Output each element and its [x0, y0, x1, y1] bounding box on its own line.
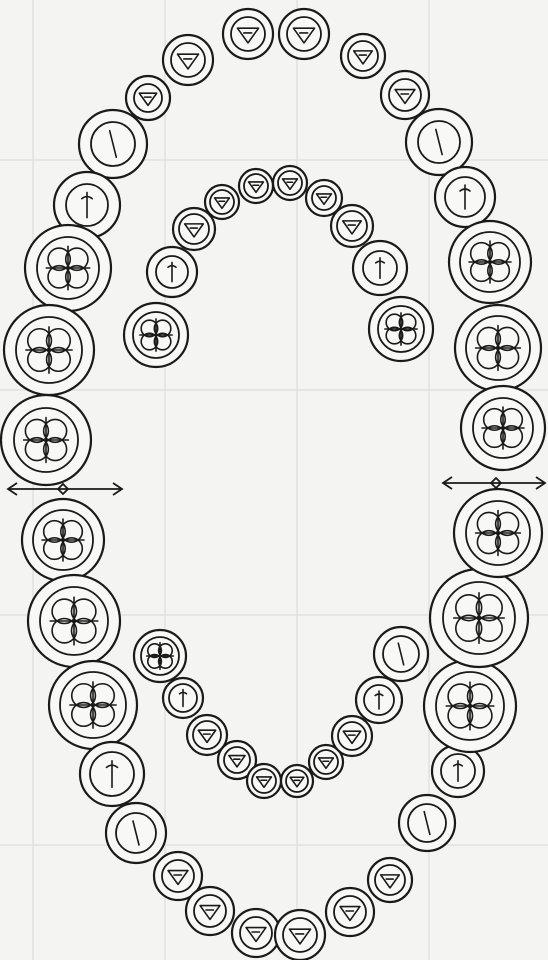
tooth	[455, 305, 541, 391]
tooth-crown	[231, 17, 265, 51]
tooth	[353, 241, 407, 295]
tooth	[28, 575, 120, 667]
tooth	[435, 167, 495, 227]
tooth-crown	[240, 917, 272, 949]
tooth	[223, 9, 273, 59]
tooth	[163, 678, 203, 718]
tooth-crown	[134, 84, 162, 112]
tooth	[106, 803, 166, 863]
tooth	[186, 887, 234, 935]
tooth-crown	[375, 865, 405, 895]
tooth	[281, 765, 313, 797]
tooth-crown	[193, 721, 221, 749]
tooth	[49, 661, 137, 749]
tooth-crown	[162, 860, 194, 892]
tooth	[79, 110, 147, 178]
tooth	[341, 34, 385, 78]
tooth	[381, 71, 429, 119]
tooth	[126, 76, 170, 120]
tooth	[332, 716, 372, 756]
arch-divider-arrow	[8, 483, 122, 495]
tooth	[279, 9, 329, 59]
tooth	[239, 169, 273, 203]
tooth	[134, 630, 186, 682]
tooth	[22, 499, 104, 581]
tooth	[449, 221, 531, 303]
tooth	[4, 305, 94, 395]
tooth	[163, 35, 213, 85]
tooth-crown	[337, 211, 367, 241]
tooth	[432, 745, 484, 797]
tooth	[369, 297, 433, 361]
tooth	[232, 909, 280, 957]
tooth	[461, 386, 545, 470]
tooth-crown	[348, 41, 378, 71]
tooth	[430, 569, 528, 667]
tooth	[399, 795, 455, 851]
arch-divider-arrow	[443, 477, 545, 489]
tooth	[356, 677, 402, 723]
tooth	[147, 247, 197, 297]
tooth	[454, 489, 542, 577]
tooth	[247, 764, 281, 798]
tooth	[368, 858, 412, 902]
tooth	[25, 225, 111, 311]
tooth	[273, 166, 307, 200]
tooth-crown	[389, 79, 421, 111]
tooth	[1, 395, 91, 485]
arch-divider-group	[8, 477, 545, 495]
tooth-crown	[338, 722, 366, 750]
tooth-crown	[194, 895, 226, 927]
tooth	[406, 109, 472, 175]
tooth-crown	[287, 17, 321, 51]
tooth-crown	[179, 214, 209, 244]
tooth	[173, 208, 215, 250]
tooth	[331, 205, 373, 247]
tooth	[275, 910, 325, 960]
tooth-crown	[224, 747, 250, 773]
tooth	[374, 627, 428, 681]
tooth-crown	[334, 896, 366, 928]
tooth	[326, 888, 374, 936]
tooth-crown	[171, 43, 205, 77]
tooth	[80, 742, 144, 806]
tooth-crown	[283, 918, 317, 952]
tooth	[424, 660, 516, 752]
tooth	[124, 303, 188, 367]
tooth-group	[1, 9, 545, 960]
